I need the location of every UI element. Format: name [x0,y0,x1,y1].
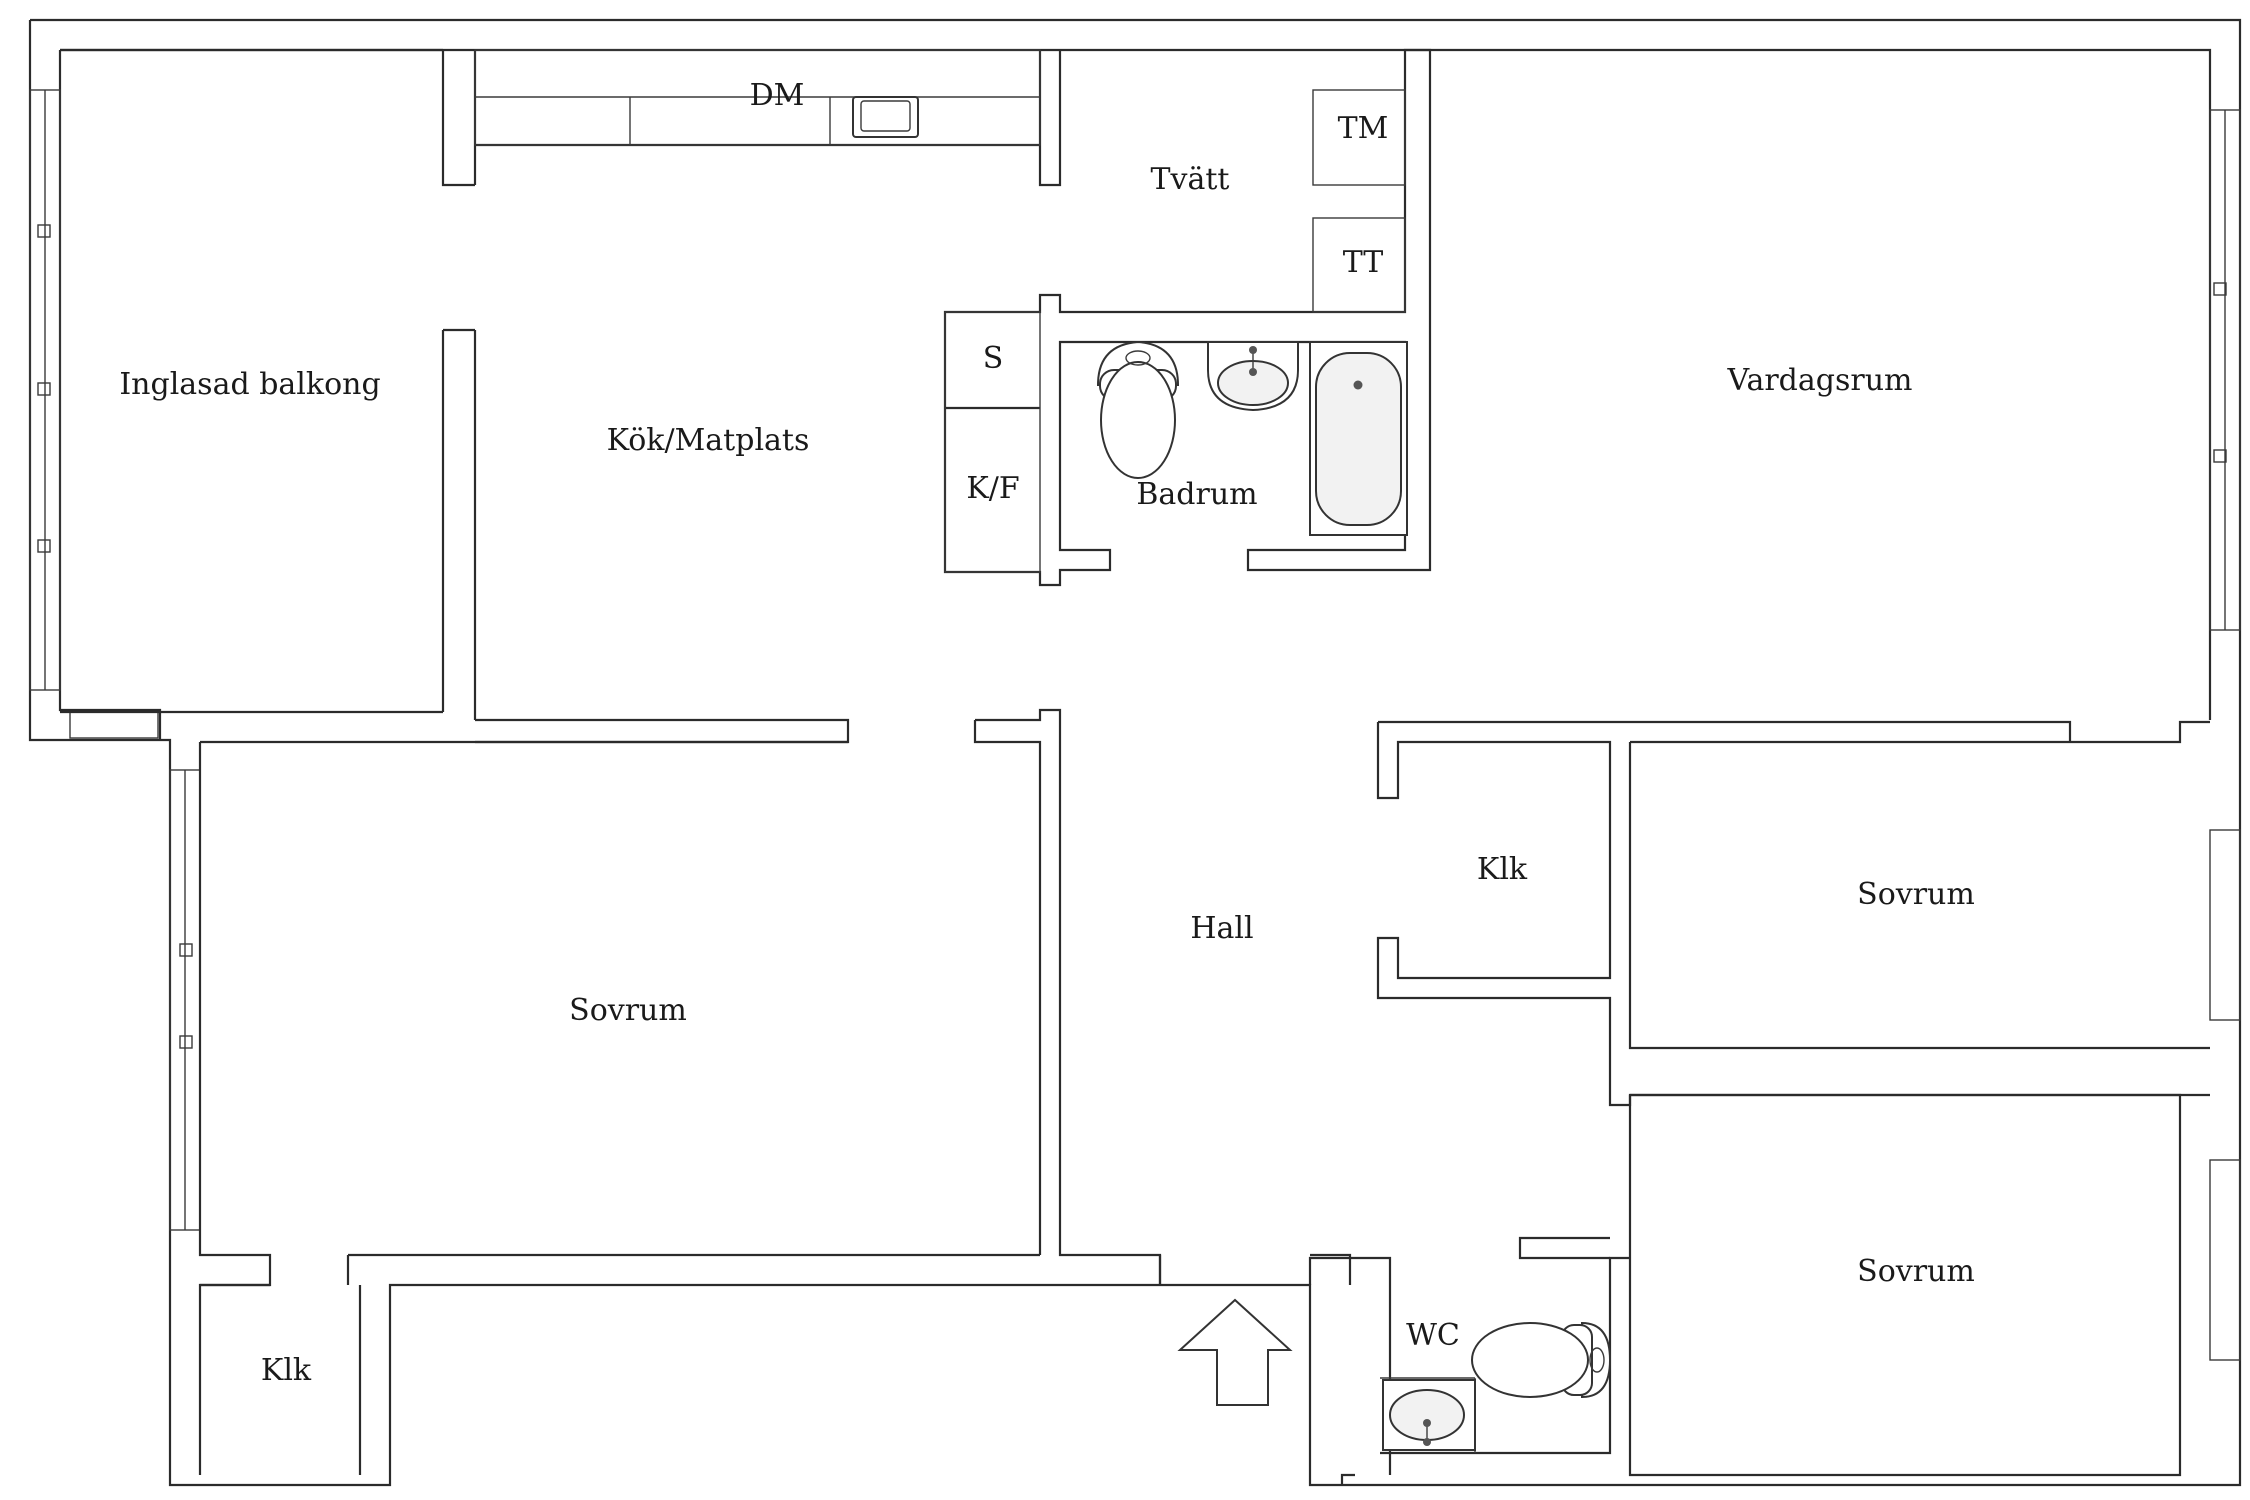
label-laundry: Tvätt [1151,162,1230,197]
wc-fixtures [1382,1321,1612,1451]
bathroom-fixtures [1096,340,1408,536]
bathtub-icon [1309,341,1408,536]
label-balcony: Inglasad balkong [119,367,380,402]
toilet-icon [1471,1321,1612,1399]
label-kitchen: Kök/Matplats [607,423,810,458]
laundry-appliances [1312,89,1406,313]
label-living-room: Vardagsrum [1727,363,1913,398]
window-icon [2209,1159,2241,1361]
label-hall: Hall [1190,911,1253,946]
label-storage: S [983,341,1004,376]
room-labels: Inglasad balkong Kök/Matplats DM Tvätt T… [119,78,1975,1388]
label-wc: WC [1406,1318,1460,1353]
label-bedroom-left: Sovrum [569,993,687,1028]
label-washing-machine: TM [1338,111,1389,146]
windows [29,89,2241,1361]
entrance-arrow-icon [1177,1298,1293,1406]
label-fridge-freezer: K/F [966,471,1019,506]
tumble-dryer [1312,217,1406,313]
label-bedroom-right-lower: Sovrum [1857,1254,1975,1289]
label-tumble-dryer: TT [1343,245,1384,280]
window-icon [2209,829,2241,1021]
label-bathroom: Badrum [1136,477,1257,512]
label-closet-left: Klk [261,1353,312,1388]
sink-icon [1382,1379,1476,1451]
sink-icon [1207,341,1299,412]
washing-machine [1312,89,1406,186]
label-bedroom-right-upper: Sovrum [1857,877,1975,912]
label-closet-middle: Klk [1477,852,1528,887]
kitchen-sink-icon [852,96,919,138]
toilet-icon [1096,340,1180,479]
label-dishwasher: DM [750,78,805,113]
kitchen-fixtures [474,49,1041,573]
